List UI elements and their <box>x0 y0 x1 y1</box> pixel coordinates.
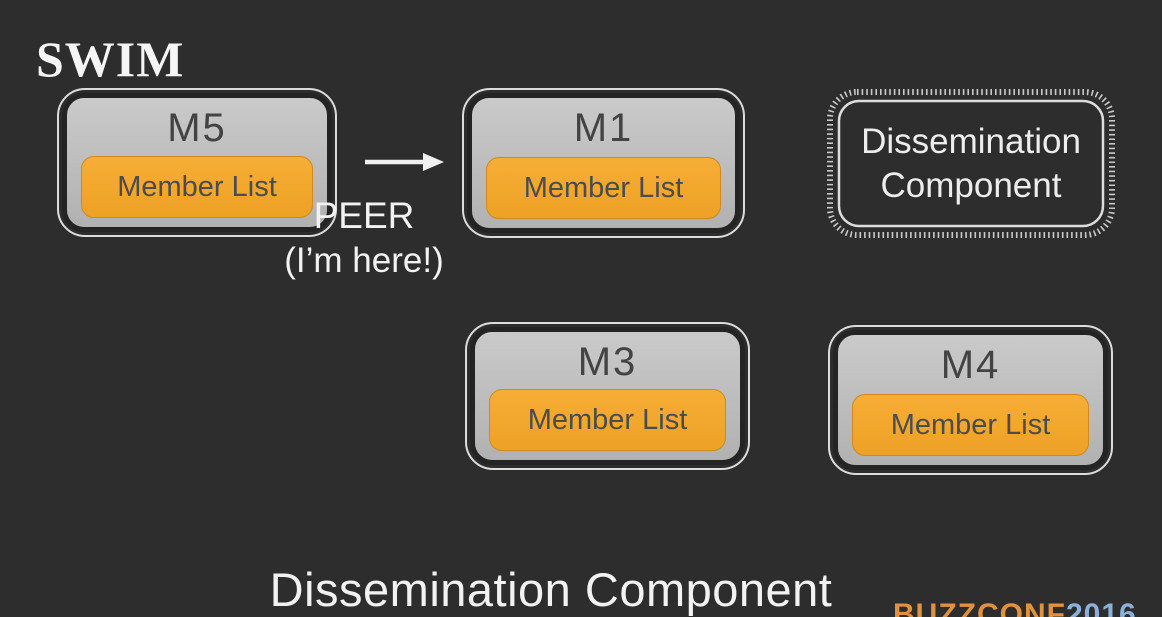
bottom-caption: Dissemination Component <box>269 563 833 616</box>
node-m3-body: M3 Member List <box>470 327 745 465</box>
node-m5-body: M5 Member List <box>62 93 332 232</box>
node-m4-member-list: Member List <box>852 394 1089 456</box>
node-m4-body: M4 Member List <box>833 330 1108 470</box>
node-m5-label: M5 <box>167 106 227 150</box>
watermark-right: 2016 <box>1065 598 1137 617</box>
node-m5-member-list: Member List <box>81 156 313 218</box>
peer-note: (I’m here!) <box>284 241 444 280</box>
watermark: BUZZCONF2016 <box>893 600 1137 617</box>
peer-arrow-icon <box>365 153 444 171</box>
node-m5: M5 Member List <box>57 88 337 237</box>
node-m1-label: M1 <box>573 106 634 150</box>
dissemination-line2: Component <box>880 165 1062 205</box>
dissemination-component-text: Dissemination Component <box>825 87 1117 240</box>
hatched-border <box>827 89 1115 238</box>
node-m1: M1 Member List <box>462 88 745 238</box>
node-m3-label: M3 <box>577 340 638 384</box>
watermark-left: BUZZCONF <box>893 598 1066 617</box>
node-m4: M4 Member List <box>828 325 1113 475</box>
node-m1-body: M1 Member List <box>467 93 740 233</box>
node-m4-label: M4 <box>940 343 1001 387</box>
node-m1-member-list: Member List <box>486 157 721 219</box>
dissemination-component-box: Dissemination Component <box>825 87 1117 240</box>
slide-title: SWIM <box>36 31 185 87</box>
node-m3-member-list: Member List <box>489 389 726 451</box>
peer-label: PEER <box>313 195 415 236</box>
node-m3: M3 Member List <box>465 322 750 470</box>
dissemination-line1: Dissemination <box>861 121 1081 161</box>
